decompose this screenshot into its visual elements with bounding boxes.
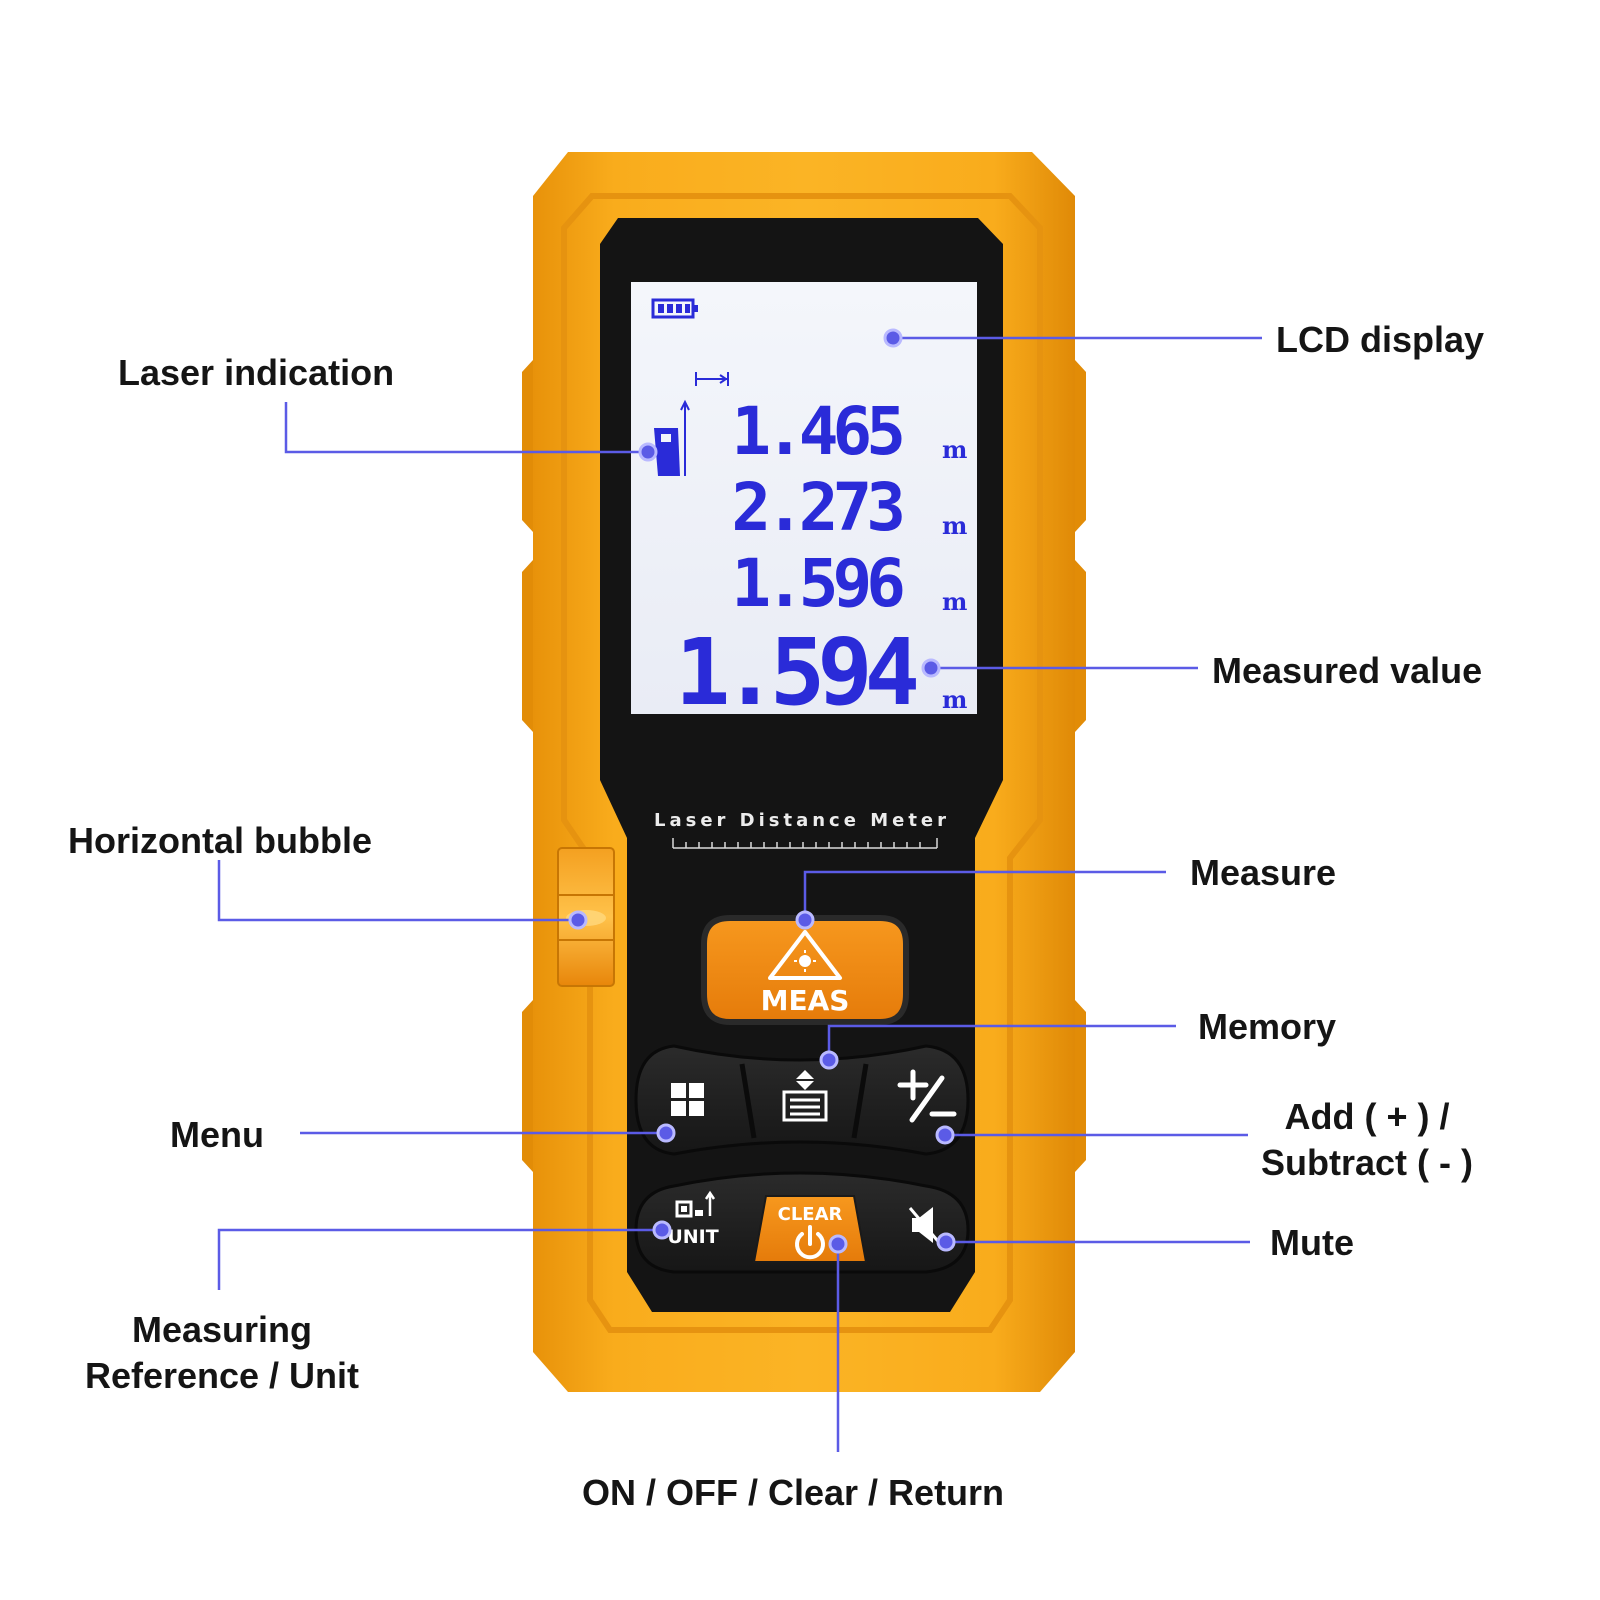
label-menu: Menu <box>170 1114 264 1155</box>
lcd-readings: 1.465 2.273 1.596 1.594 <box>675 393 925 726</box>
label-measuring-reference-line1: Measuring <box>131 1309 313 1350</box>
clear-button-label: CLEAR <box>778 1204 843 1225</box>
leader-measure <box>803 870 1166 920</box>
reading-3: 1.596 <box>731 545 903 622</box>
laser-ref-icon <box>654 399 690 476</box>
label-horizontal-bubble: Horizontal bubble <box>68 820 372 861</box>
label-add-subtract: Add ( + ) / Subtract ( - ) <box>1254 1094 1480 1186</box>
memory-icon <box>782 1070 828 1122</box>
label-measure: Measure <box>1190 852 1337 893</box>
laser-warning-icon <box>768 930 842 980</box>
power-icon <box>795 1225 825 1260</box>
unit-3: m <box>942 587 967 616</box>
ruler-scale <box>672 838 938 849</box>
unit-2: m <box>942 511 967 540</box>
mute-button[interactable] <box>890 1190 960 1266</box>
unit-4: m <box>942 685 967 714</box>
menu-button[interactable] <box>660 1060 740 1140</box>
label-memory: Memory <box>1198 1006 1337 1047</box>
label-laser-indication: Laser indication <box>118 352 395 393</box>
mute-icon <box>908 1207 944 1247</box>
leader-memory <box>827 1024 1176 1060</box>
unit-button-label: UNIT <box>667 1226 718 1248</box>
label-measured-value: Measured value <box>1212 650 1483 691</box>
label-lcd-display: LCD display <box>1276 319 1485 360</box>
leader-horizontal-bubble <box>217 860 578 922</box>
lcd-units: m m m m <box>942 435 967 714</box>
label-add-subtract-line2: Subtract ( - ) <box>1261 1142 1473 1183</box>
label-add-subtract-line1: Add ( + ) / <box>1284 1096 1450 1137</box>
measured-value-reading: 1.594 <box>675 619 917 726</box>
meas-button[interactable]: MEAS <box>701 915 909 1025</box>
unit-icon <box>675 1190 716 1218</box>
label-measuring-reference-line2: Reference / Unit <box>84 1355 360 1396</box>
power-clear-button[interactable]: CLEAR <box>752 1195 868 1263</box>
memory-button[interactable] <box>765 1060 845 1140</box>
meas-button-label: MEAS <box>761 984 850 1017</box>
label-power-clear: ON / OFF / Clear / Return <box>582 1472 1005 1513</box>
reading-2: 2.273 <box>731 469 902 546</box>
lcd-screen <box>631 282 977 714</box>
reading-1: 1.465 <box>731 393 902 470</box>
menu-grid-icon <box>671 1083 704 1116</box>
leader-lines <box>217 336 1262 1452</box>
battery-icon <box>651 298 698 319</box>
label-mute: Mute <box>1270 1222 1354 1263</box>
range-arrow-icon <box>695 372 729 386</box>
brand-text: Laser Distance Meter <box>654 810 950 831</box>
callout-dots <box>568 328 956 1254</box>
leader-measuring-reference <box>217 1228 662 1290</box>
plus-minus-icon <box>897 1069 957 1123</box>
unit-1: m <box>942 435 967 464</box>
leader-laser-indication <box>284 402 648 454</box>
unit-button[interactable]: UNIT <box>660 1190 740 1266</box>
label-measuring-reference: Measuring Reference / Unit <box>62 1307 382 1399</box>
add-subtract-button[interactable] <box>880 1060 960 1140</box>
